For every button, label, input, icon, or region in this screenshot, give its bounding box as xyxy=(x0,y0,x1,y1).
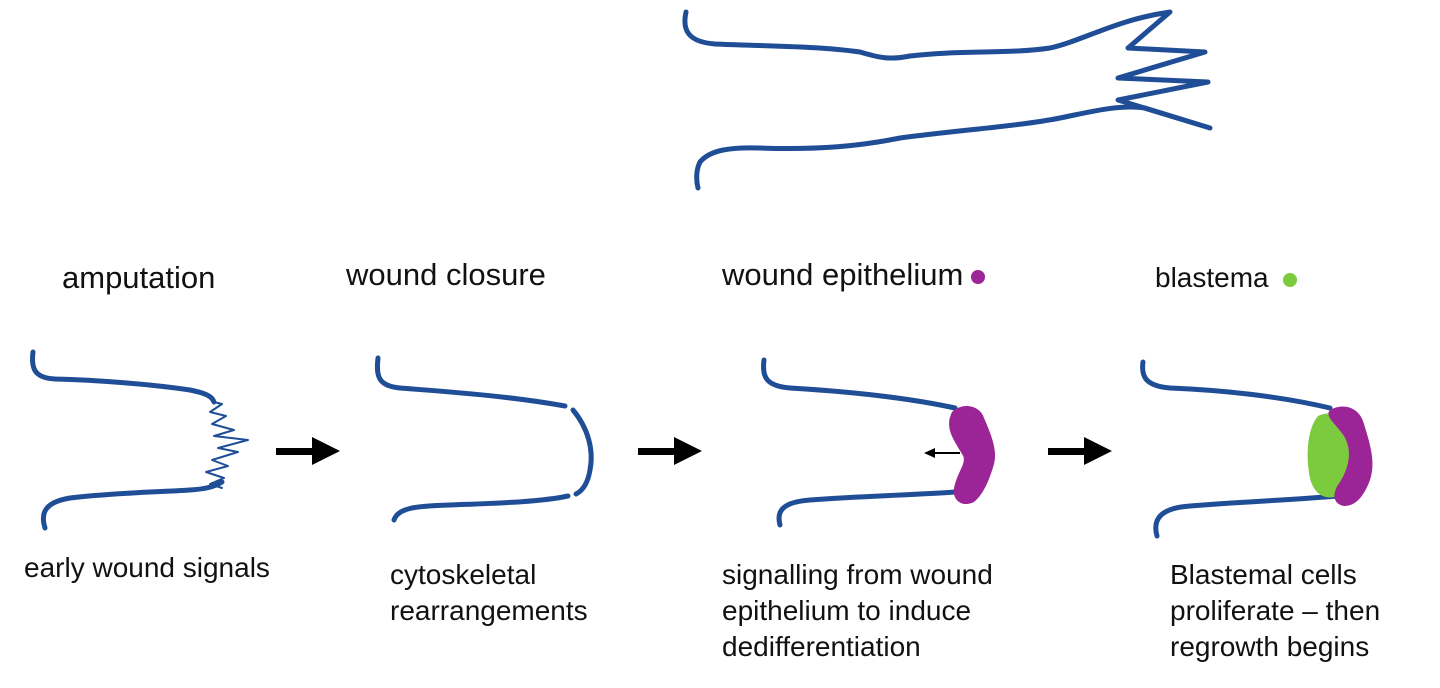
limb-icon xyxy=(682,9,1213,191)
stage-title-blastema: blastema xyxy=(1155,260,1297,296)
blastema-stump-icon xyxy=(1140,359,1373,539)
closed-stump-icon xyxy=(374,355,594,523)
stage-title-wound-closure: wound closure xyxy=(346,257,546,292)
stage-title-text: blastema xyxy=(1155,262,1269,293)
stage-caption-amputation: early wound signals xyxy=(24,552,270,583)
wound-epithelium-legend-dot xyxy=(971,269,986,284)
stage-caption-wound-closure: cytoskeletal rearrangements xyxy=(390,559,588,626)
blastema-epithelium-shape xyxy=(1328,406,1373,506)
stage-title-amputation: amputation xyxy=(62,260,216,295)
arrow-icon xyxy=(638,437,702,465)
amputated-stump-icon xyxy=(30,349,249,531)
arrow-icon xyxy=(276,437,340,465)
stage-caption-wound-epithelium: signalling from wound epithelium to indu… xyxy=(722,559,993,662)
arrow-icon xyxy=(1048,437,1112,465)
stage-title-wound-epithelium: wound epithelium xyxy=(722,255,986,295)
stage-title-text: wound epithelium xyxy=(722,257,964,292)
blastema-legend-dot xyxy=(1282,272,1297,287)
stage-caption-blastema: Blastemal cells proliferate – then regro… xyxy=(1170,559,1381,662)
epithelium-stump-icon xyxy=(761,357,996,528)
wound-epithelium-shape xyxy=(949,406,996,505)
